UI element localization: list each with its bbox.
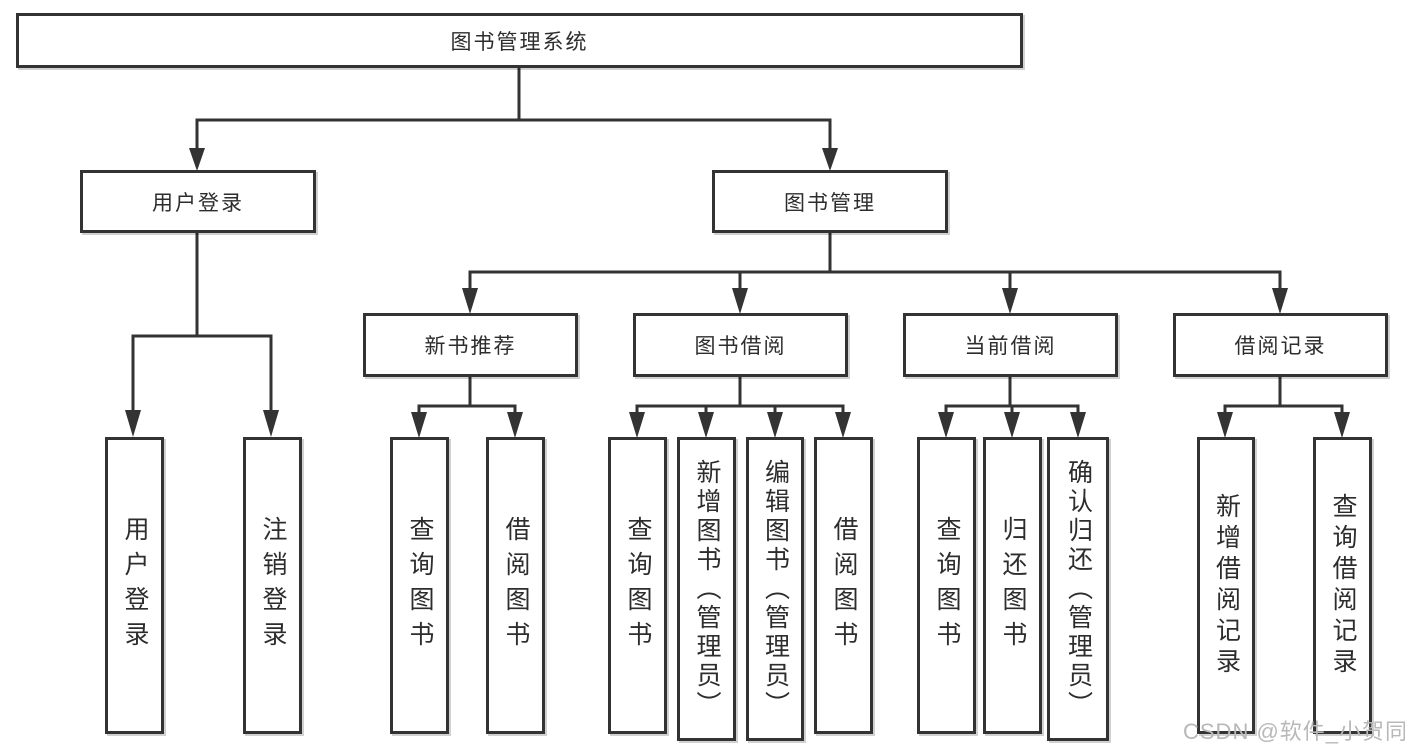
node-label: 新书推荐 — [424, 335, 517, 358]
node-label: 用户登录 — [121, 515, 149, 656]
node-book-borrowing: 图书借阅 — [633, 313, 848, 377]
connector-lines — [131, 68, 1344, 414]
leaf-query-books-current: 查询图书 — [917, 437, 976, 734]
node-root-system: 图书管理系统 — [16, 13, 1023, 68]
leaf-borrow-books-recommend: 借阅图书 — [486, 437, 545, 734]
node-book-management: 图书管理 — [712, 170, 948, 233]
leaf-query-books-recommend: 查询图书 — [390, 437, 449, 734]
node-label: 新增图书（管理员） — [693, 458, 721, 720]
leaf-query-borrow-record: 查询借阅记录 — [1313, 437, 1372, 734]
node-label: 借阅记录 — [1234, 335, 1327, 358]
arrowhead-icons — [125, 148, 1350, 438]
node-label: 图书管理系统 — [450, 30, 589, 54]
node-label: 查询图书 — [406, 515, 434, 656]
node-label: 用户登录 — [152, 191, 244, 215]
leaf-confirm-return-admin: 确认归还（管理员） — [1047, 437, 1109, 741]
node-label: 查询借阅记录 — [1329, 492, 1357, 679]
node-label: 查询图书 — [624, 515, 652, 656]
node-label: 图书管理 — [784, 191, 876, 215]
node-current-borrowing: 当前借阅 — [903, 313, 1118, 377]
node-user-login: 用户登录 — [80, 170, 316, 233]
leaf-edit-book-admin: 编辑图书（管理员） — [746, 437, 804, 741]
node-label: 确认归还（管理员） — [1064, 458, 1093, 720]
node-label: 当前借阅 — [964, 335, 1057, 358]
leaf-logout: 注销登录 — [243, 437, 302, 734]
node-label: 注销登录 — [259, 515, 287, 656]
leaf-query-books-borrow: 查询图书 — [608, 437, 667, 734]
csdn-watermark: CSDN @软件_小贺同学 — [1183, 719, 1405, 744]
node-borrowing-records: 借阅记录 — [1173, 313, 1388, 377]
leaf-add-book-admin: 新增图书（管理员） — [677, 437, 736, 741]
leaf-user-login: 用户登录 — [105, 437, 164, 734]
leaf-add-borrow-record: 新增借阅记录 — [1197, 437, 1255, 734]
node-label: 查询图书 — [933, 515, 961, 656]
leaf-borrow-books-borrow: 借阅图书 — [814, 437, 873, 734]
node-label: 新增借阅记录 — [1212, 492, 1241, 679]
node-label: 归还图书 — [999, 515, 1027, 656]
node-label: 图书借阅 — [694, 335, 787, 358]
leaf-return-books: 归还图书 — [983, 437, 1042, 734]
node-label: 借阅图书 — [502, 515, 530, 656]
node-label: 借阅图书 — [830, 515, 858, 656]
node-new-book-recommendation: 新书推荐 — [363, 313, 578, 377]
node-label: 编辑图书（管理员） — [761, 458, 790, 720]
